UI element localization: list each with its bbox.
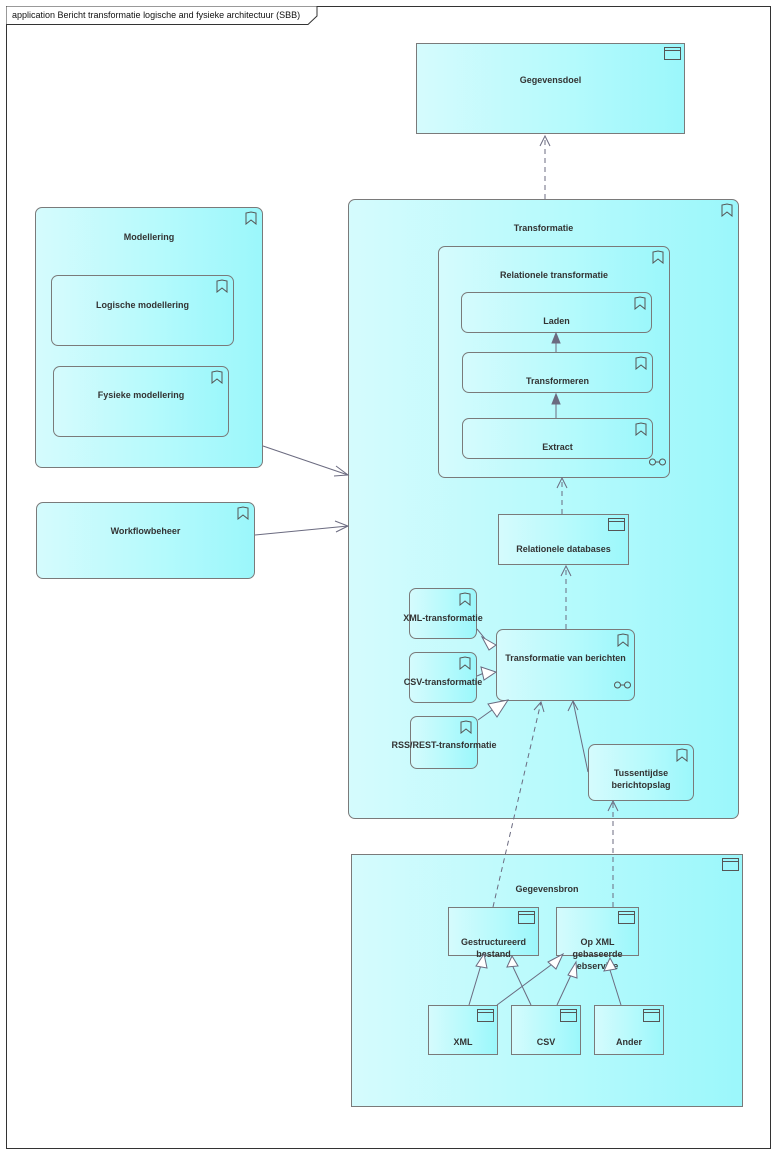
component-icon xyxy=(518,911,535,929)
node-csv-transformatie[interactable]: CSV-transformatie xyxy=(404,652,482,703)
node-label: Ander xyxy=(615,1037,642,1047)
node-gegevensbron[interactable]: Gegevensbron xyxy=(351,854,743,1107)
component-icon xyxy=(618,911,635,929)
node-label: Transformeren xyxy=(525,376,590,386)
function-icon xyxy=(236,506,250,525)
node-label: Gegevensbron xyxy=(515,884,579,894)
node-label: Logische modellering xyxy=(95,300,189,310)
node-label: Relationele transformatie xyxy=(499,270,609,280)
node-label: XML xyxy=(453,1037,473,1047)
node-gegevensdoel[interactable]: Gegevensdoel xyxy=(416,43,685,134)
node-label: Gestructureerd bestand xyxy=(460,937,527,959)
component-icon xyxy=(664,47,681,65)
node-extract[interactable]: Extract xyxy=(462,418,653,459)
node-label: Extract xyxy=(542,442,573,452)
function-icon xyxy=(633,296,647,315)
function-icon xyxy=(634,422,648,441)
function-icon xyxy=(459,720,473,739)
node-label: Workflowbeheer xyxy=(110,526,181,536)
node-label: Tussentijdse berichtopslag xyxy=(611,768,671,790)
interaction-icon xyxy=(614,676,631,694)
function-icon xyxy=(634,356,648,375)
node-label: Relationele databases xyxy=(516,544,611,554)
interaction-icon xyxy=(649,453,666,471)
function-icon xyxy=(651,250,665,269)
function-icon xyxy=(210,370,224,389)
node-rss-rest-transformatie[interactable]: RSS/REST-transformatie xyxy=(391,716,497,769)
node-label: Transformatie van berichten xyxy=(505,653,626,663)
node-label: XML-transformatie xyxy=(403,613,483,623)
node-label: CSV xyxy=(536,1037,556,1047)
node-xml[interactable]: XML xyxy=(428,1005,498,1055)
function-icon xyxy=(215,279,229,298)
node-laden[interactable]: Laden xyxy=(461,292,652,333)
node-label: Laden xyxy=(543,316,570,326)
node-label: Modellering xyxy=(123,232,175,242)
component-icon xyxy=(608,518,625,536)
function-icon xyxy=(720,203,734,222)
node-tussentijdse-berichtopslag[interactable]: Tussentijdse berichtopslag xyxy=(588,744,694,801)
node-label: RSS/REST-transformatie xyxy=(391,740,497,750)
node-label: Op XML gebaseerde ebservice xyxy=(572,937,623,971)
function-icon xyxy=(244,211,258,230)
diagram-title: application Bericht transformatie logisc… xyxy=(12,10,301,20)
node-xml-transformatie[interactable]: XML-transformatie xyxy=(403,588,483,639)
node-transformeren[interactable]: Transformeren xyxy=(462,352,653,393)
component-icon xyxy=(477,1009,494,1027)
function-icon xyxy=(675,748,689,767)
node-workflowbeheer[interactable]: Workflowbeheer xyxy=(36,502,255,579)
node-label: CSV-transformatie xyxy=(403,677,483,687)
node-op-xml-gebaseerde-ebservice[interactable]: Op XML gebaseerde ebservice xyxy=(556,907,639,971)
node-transformatie-van-berichten[interactable]: Transformatie van berichten xyxy=(496,629,635,701)
function-icon xyxy=(616,633,630,652)
component-icon xyxy=(722,858,739,876)
function-icon xyxy=(458,656,472,675)
node-label: Transformatie xyxy=(513,223,574,233)
node-gestructureerd-bestand[interactable]: Gestructureerd bestand xyxy=(448,907,539,959)
node-fysieke-modellering[interactable]: Fysieke modellering xyxy=(53,366,229,437)
node-label: Fysieke modellering xyxy=(97,390,185,400)
component-icon xyxy=(643,1009,660,1027)
node-label: Gegevensdoel xyxy=(519,75,582,85)
function-icon xyxy=(458,592,472,611)
node-csv[interactable]: CSV xyxy=(511,1005,581,1055)
node-ander[interactable]: Ander xyxy=(594,1005,664,1055)
node-logische-modellering[interactable]: Logische modellering xyxy=(51,275,234,346)
node-relationele-databases[interactable]: Relationele databases xyxy=(498,514,629,565)
component-icon xyxy=(560,1009,577,1027)
